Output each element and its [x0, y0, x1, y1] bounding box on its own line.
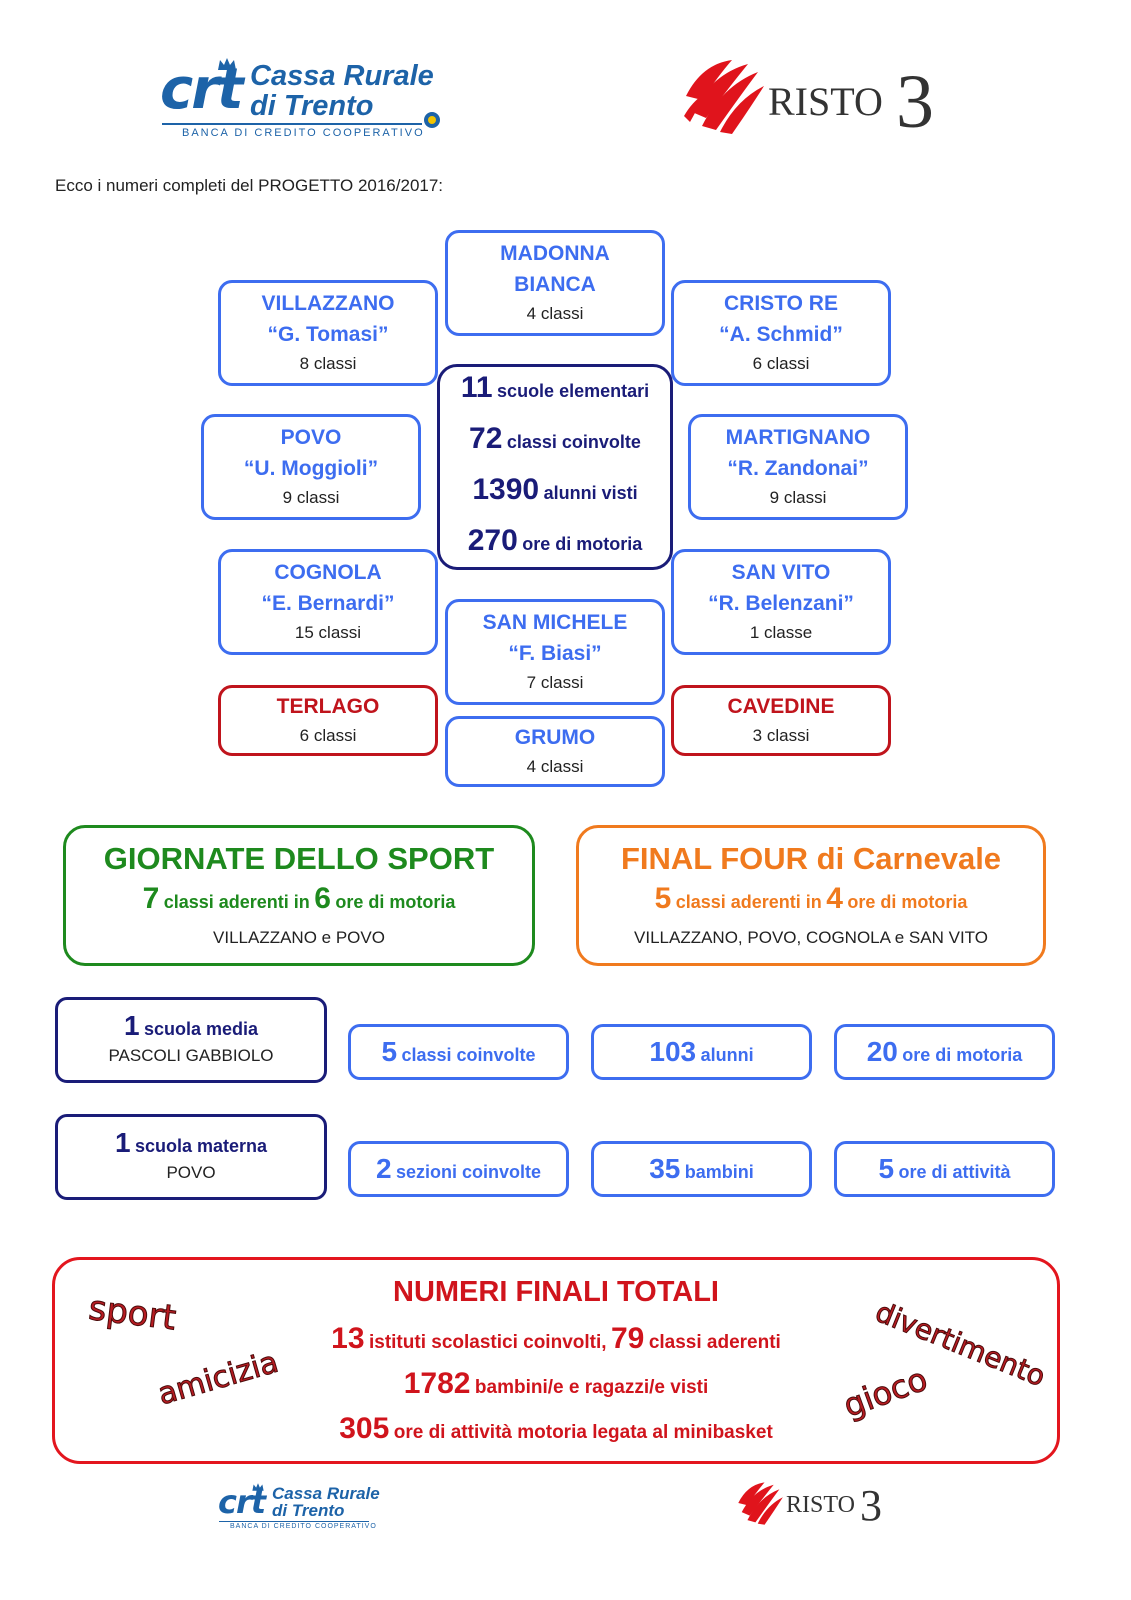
school-box-cognola: COGNOLA “E. Bernardi” 15 classi	[218, 549, 438, 655]
final-four-title: FINAL FOUR di Carnevale	[620, 841, 1002, 876]
brush-stroke-icon	[684, 60, 764, 134]
summary-box: 11 scuole elementari 72 classi coinvolte…	[437, 364, 673, 570]
crt-mark: crt	[160, 57, 244, 122]
crt-mark: crt	[218, 1483, 266, 1521]
school-box-madonna-bianca: MADONNA BIANCA 4 classi	[445, 230, 665, 336]
school-box-san-vito: SAN VITO “R. Belenzani” 1 classe	[671, 549, 891, 655]
brush-stroke-icon	[738, 1482, 783, 1525]
materna-stat-box: 2 sezioni coinvolte	[348, 1141, 569, 1197]
risto-digit: 3	[860, 1481, 882, 1530]
media-stat-box: 5 classi coinvolte	[348, 1024, 569, 1080]
school-name: GRUMO	[514, 726, 596, 749]
crt-name-line1: Cassa Rurale	[272, 1484, 380, 1503]
risto3-logo-footer: RISTO 3	[736, 1480, 896, 1536]
risto-word: RISTO	[786, 1492, 855, 1518]
school-box-grumo: GRUMO 4 classi	[445, 716, 665, 787]
school-classes: 6 classi	[752, 354, 810, 373]
totals-title: NUMERI FINALI TOTALI	[393, 1276, 719, 1308]
crt-name-line1: Cassa Rurale	[250, 60, 434, 92]
totals-line-3: 305 ore di attività motoria legata al mi…	[339, 1412, 773, 1445]
media-stat-box: 20 ore di motoria	[834, 1024, 1055, 1080]
summary-line: 11 scuole elementari	[460, 371, 650, 404]
school-name: “E. Bernardi”	[261, 592, 395, 615]
school-classes: 8 classi	[299, 354, 357, 373]
school-classes: 15 classi	[294, 623, 362, 642]
school-name: “R. Belenzani”	[708, 592, 854, 615]
school-name: “G. Tomasi”	[267, 323, 389, 346]
final-four-panel: FINAL FOUR di Carnevale 5 classi aderent…	[576, 825, 1046, 966]
giornate-title: GIORNATE DELLO SPORT	[103, 841, 495, 876]
totals-line-1: 13 istituti scolastici coinvolti, 79 cla…	[331, 1322, 781, 1355]
school-name: “F. Biasi”	[508, 642, 602, 665]
crt-subtitle: BANCA DI CREDITO COOPERATIVO	[230, 1523, 377, 1530]
school-classes: 6 classi	[299, 726, 357, 745]
giornate-places: VILLAZZANO e POVO	[213, 928, 385, 947]
school-name: SAN MICHELE	[482, 611, 628, 634]
school-box-martignano: MARTIGNANO “R. Zandonai” 9 classi	[688, 414, 908, 520]
school-name: COGNOLA	[274, 561, 382, 584]
cassa-rurale-logo: crt Cassa Rurale di Trento BANCA DI CRED…	[160, 56, 450, 142]
emblem-icon	[424, 112, 440, 128]
materna-stat-box: 35 bambini	[591, 1141, 812, 1197]
school-name: CAVEDINE	[727, 695, 835, 718]
school-box-terlago: TERLAGO 6 classi	[218, 685, 438, 756]
school-name: “A. Schmid”	[719, 323, 843, 346]
school-name: BIANCA	[514, 273, 596, 296]
school-classes: 4 classi	[526, 304, 584, 323]
risto-digit: 3	[896, 60, 934, 144]
school-name: SAN VITO	[731, 561, 831, 584]
totals-line-2: 1782 bambini/e e ragazzi/e visti	[403, 1367, 709, 1400]
school-box-cristo-re: CRISTO RE “A. Schmid” 6 classi	[671, 280, 891, 386]
cassa-rurale-logo-footer: crt Cassa Rurale di Trento BANCA DI CRED…	[218, 1482, 388, 1532]
summary-line: 72 classi coinvolte	[469, 422, 641, 455]
crt-subtitle: BANCA DI CREDITO COOPERATIVO	[182, 127, 425, 139]
school-name: “U. Moggioli”	[243, 457, 379, 480]
giornate-sport-panel: GIORNATE DELLO SPORT 7 classi aderenti i…	[63, 825, 535, 966]
final-four-stats: 5 classi aderenti in 4 ore di motoria	[654, 882, 968, 915]
crown-icon	[218, 58, 236, 70]
materna-stat-box: 5 ore di attività	[834, 1141, 1055, 1197]
school-name: MADONNA	[500, 242, 610, 265]
summary-line: 270 ore di motoria	[467, 524, 643, 557]
school-name: MARTIGNANO	[725, 426, 871, 449]
summary-line: 1390 alunni visti	[472, 473, 638, 506]
school-box-villazzano: VILLAZZANO “G. Tomasi” 8 classi	[218, 280, 438, 386]
school-name: TERLAGO	[276, 695, 380, 718]
risto3-logo: RISTO 3	[682, 56, 952, 146]
scuola-media-box: 1 scuola media PASCOLI GABBIOLO	[55, 997, 327, 1083]
school-box-cavedine: CAVEDINE 3 classi	[671, 685, 891, 756]
media-stat-box: 103 alunni	[591, 1024, 812, 1080]
school-name: POVO	[280, 426, 342, 449]
school-box-san-michele: SAN MICHELE “F. Biasi” 7 classi	[445, 599, 665, 705]
risto-word: RISTO	[768, 79, 883, 124]
giornate-stats: 7 classi aderenti in 6 ore di motoria	[142, 882, 456, 915]
final-four-places: VILLAZZANO, POVO, COGNOLA e SAN VITO	[634, 928, 988, 947]
school-classes: 3 classi	[752, 726, 810, 745]
school-name: VILLAZZANO	[261, 292, 395, 315]
crown-icon	[252, 1483, 264, 1491]
crt-name-line2: di Trento	[272, 1501, 345, 1520]
scuola-materna-box: 1 scuola materna POVO	[55, 1114, 327, 1200]
school-classes: 9 classi	[769, 488, 827, 507]
school-classes: 7 classi	[526, 673, 584, 692]
school-classes: 4 classi	[526, 757, 584, 776]
school-classes: 9 classi	[282, 488, 340, 507]
intro-text: Ecco i numeri completi del PROGETTO 2016…	[55, 176, 444, 195]
crt-name-line2: di Trento	[250, 90, 374, 122]
school-name: “R. Zandonai”	[727, 457, 869, 480]
totals-panel: NUMERI FINALI TOTALI 13 istituti scolast…	[52, 1257, 1060, 1464]
school-name: CRISTO RE	[724, 292, 838, 315]
school-classes: 1 classe	[749, 623, 813, 642]
school-box-povo: POVO “U. Moggioli” 9 classi	[201, 414, 421, 520]
